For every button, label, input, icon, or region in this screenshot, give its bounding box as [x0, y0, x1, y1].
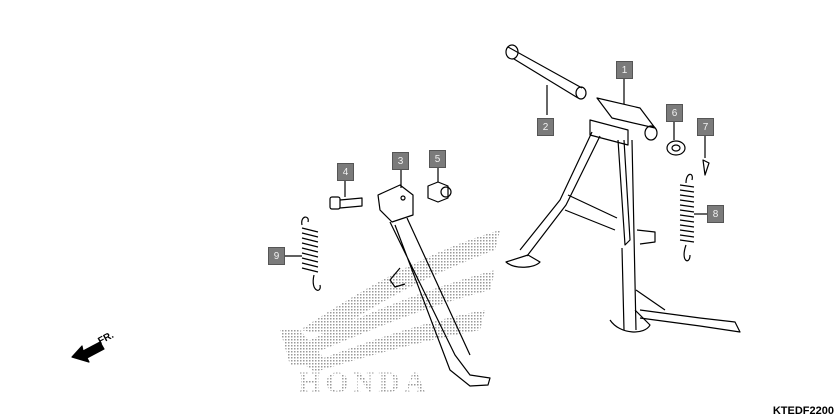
bolt-drawing — [329, 181, 363, 210]
front-direction-arrow — [71, 341, 105, 363]
side-stand-drawing — [377, 170, 491, 387]
callout-8[interactable]: 8 — [707, 205, 724, 223]
callout-9[interactable]: 9 — [268, 247, 285, 265]
callout-7[interactable]: 7 — [697, 118, 714, 136]
callout-2[interactable]: 2 — [537, 118, 554, 136]
pivot-pipe-drawing — [505, 44, 587, 115]
nut-drawing — [427, 168, 452, 203]
spring-8-drawing — [679, 173, 707, 262]
callout-1[interactable]: 1 — [616, 61, 633, 79]
svg-text:HONDA: HONDA — [298, 366, 430, 399]
spring-9-drawing — [285, 216, 321, 291]
main-stand-drawing — [505, 79, 741, 333]
callout-3[interactable]: 3 — [392, 152, 409, 170]
callout-6[interactable]: 6 — [666, 104, 683, 122]
diagram-code: KTEDF2200 — [772, 405, 834, 417]
callout-4[interactable]: 4 — [337, 163, 354, 181]
washer-drawing — [666, 122, 686, 156]
cotter-pin-drawing — [702, 136, 710, 176]
callout-5[interactable]: 5 — [429, 150, 446, 168]
